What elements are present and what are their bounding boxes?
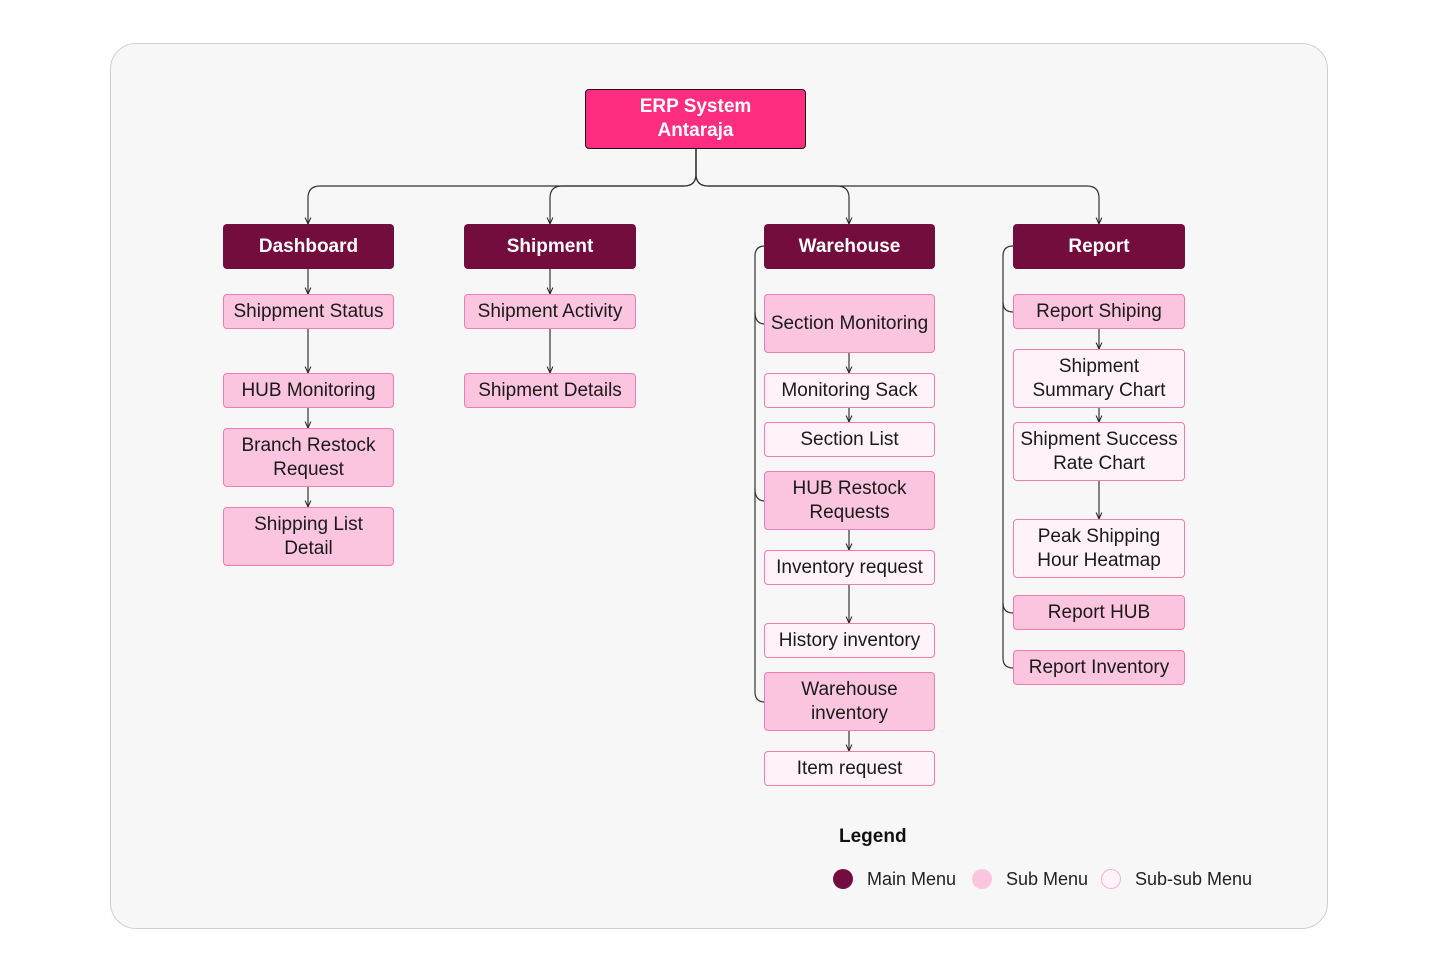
main-menu-warehouse: Warehouse	[764, 224, 935, 269]
main-menu-shipment: Shipment	[464, 224, 636, 269]
warehouse-hub-restock-requests: HUB Restock Requests	[764, 471, 935, 530]
report-hub: Report HUB	[1013, 595, 1185, 630]
legend-main-label: Main Menu	[867, 868, 957, 889]
sub-sub-menu-swatch-icon	[1101, 869, 1121, 889]
warehouse-item-request: Item request	[764, 751, 935, 786]
report-shipment-summary-chart: Shipment Summary Chart	[1013, 349, 1185, 408]
shipment-details: Shipment Details	[464, 373, 636, 408]
dashboard-hub-monitoring: HUB Monitoring	[223, 373, 394, 408]
warehouse-warehouse-inventory: Warehouse inventory	[764, 672, 935, 731]
warehouse-section-list: Section List	[764, 422, 935, 457]
report-peak-shipping-hour-heatmap: Peak Shipping Hour Heatmap	[1013, 519, 1185, 578]
root-node: ERP System Antaraja	[585, 89, 806, 149]
dashboard-shipping-list-detail: Shipping List Detail	[223, 507, 394, 566]
main-menu-report: Report	[1013, 224, 1185, 269]
warehouse-section-monitoring: Section Monitoring	[764, 294, 935, 353]
legend-subsub-label: Sub-sub Menu	[1135, 868, 1253, 889]
report-shipment-success-rate-chart: Shipment Success Rate Chart	[1013, 422, 1185, 481]
report-inventory: Report Inventory	[1013, 650, 1185, 685]
warehouse-inventory-request: Inventory request	[764, 550, 935, 585]
shipment-activity: Shipment Activity	[464, 294, 636, 329]
legend-sub-label: Sub Menu	[1006, 868, 1089, 889]
legend-sub: Sub Menu	[972, 867, 1088, 891]
dashboard-branch-restock-request: Branch Restock Request	[223, 428, 394, 487]
legend-subsub: Sub-sub Menu	[1101, 867, 1252, 891]
dashboard-shippment-status: Shippment Status	[223, 294, 394, 329]
report-shiping: Report Shiping	[1013, 294, 1185, 329]
legend-title: Legend	[839, 826, 907, 847]
main-menu-dashboard: Dashboard	[223, 224, 394, 269]
sub-menu-swatch-icon	[972, 869, 992, 889]
main-menu-swatch-icon	[833, 869, 853, 889]
legend-main: Main Menu	[833, 867, 956, 891]
warehouse-monitoring-sack: Monitoring Sack	[764, 373, 935, 408]
warehouse-history-inventory: History inventory	[764, 623, 935, 658]
